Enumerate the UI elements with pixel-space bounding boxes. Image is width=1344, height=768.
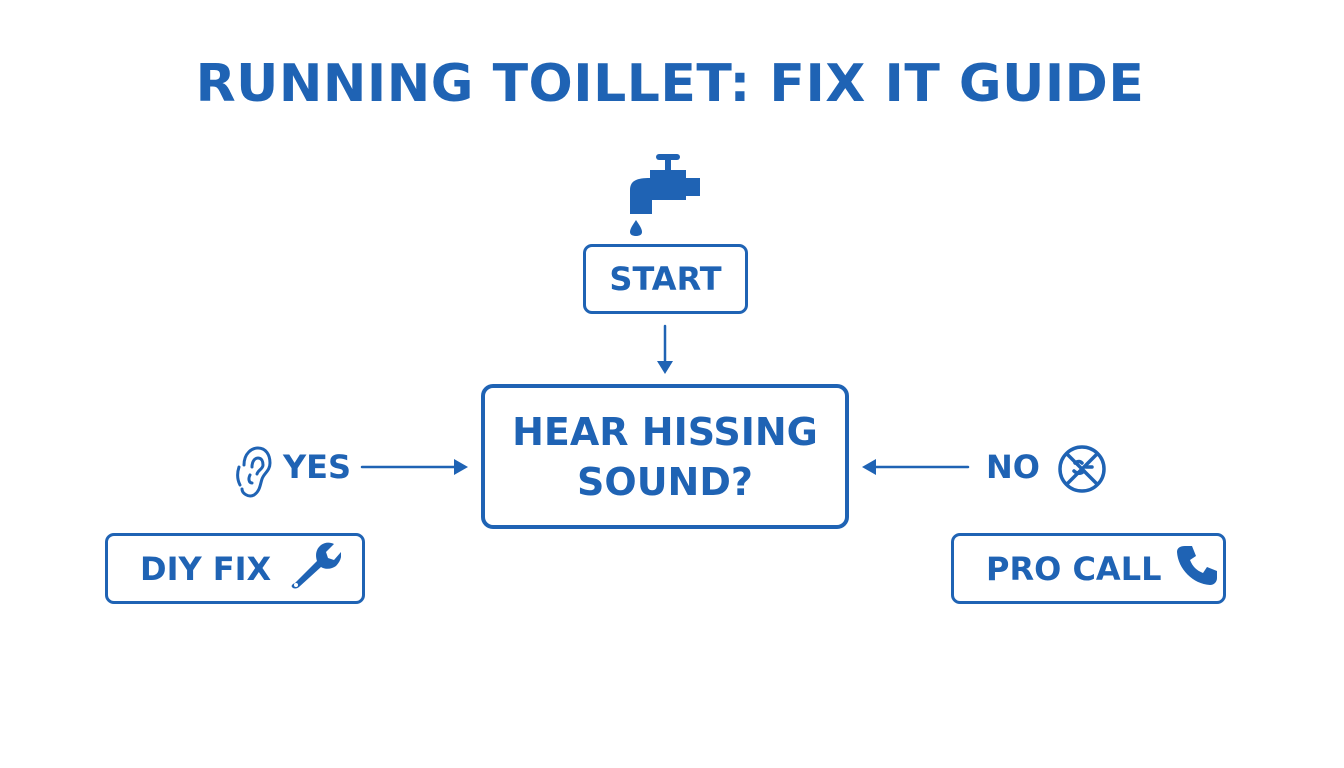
page-title: RUNNING TOILLET: FIX IT GUIDE — [195, 54, 1145, 114]
yes-label: YES — [283, 448, 352, 486]
no-label: NO — [986, 448, 1040, 486]
question-line-1: HEAR HISSING — [512, 409, 818, 454]
question-line-2: SOUND? — [577, 459, 753, 504]
ear-icon — [236, 445, 272, 499]
phone-icon — [1175, 543, 1219, 595]
arrowhead-right — [454, 459, 468, 475]
diy-fix-node: DIY FIX — [105, 533, 365, 604]
arrowhead-left — [862, 459, 876, 475]
start-node: START — [583, 244, 748, 314]
pro-call-node: PRO CALL — [951, 533, 1226, 604]
no-sound-icon — [1056, 443, 1108, 495]
question-node: HEAR HISSING SOUND? — [481, 384, 849, 529]
wrench-icon — [289, 539, 342, 599]
pro-call-label: PRO CALL — [986, 549, 1162, 588]
start-label: START — [609, 260, 722, 298]
diy-fix-label: DIY FIX — [140, 549, 272, 588]
faucet-icon — [622, 150, 706, 236]
arrowhead-down — [657, 361, 673, 374]
